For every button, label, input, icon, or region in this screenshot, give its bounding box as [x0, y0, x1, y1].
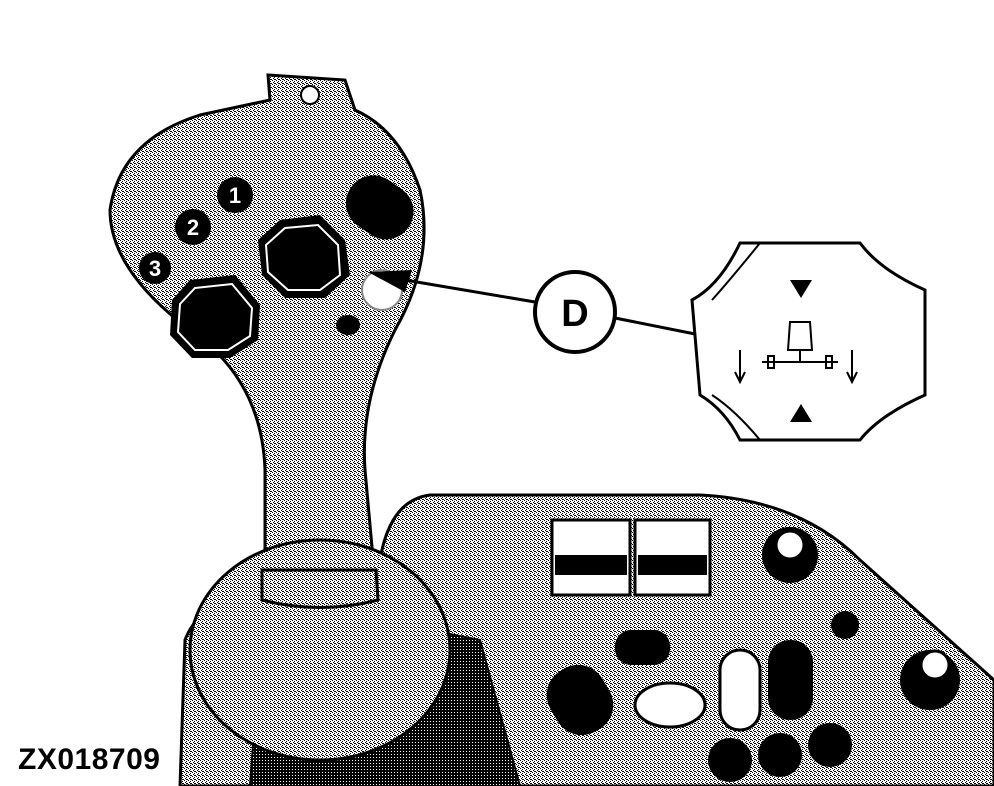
console-button [615, 630, 670, 665]
console-button [768, 640, 813, 720]
button-2: 2 [175, 209, 211, 245]
hitch-icon [734, 321, 858, 385]
button-3: 3 [139, 252, 171, 284]
callout-d: D [368, 270, 701, 354]
svg-text:D: D [561, 293, 588, 335]
arrow-up-icon [790, 404, 812, 422]
hitch-control-button [258, 215, 350, 298]
joystick-handle: 1 2 3 [108, 73, 452, 762]
figure-id: ZX018709 [18, 743, 161, 776]
svg-text:2: 2 [187, 215, 199, 240]
console-button [546, 664, 614, 736]
hitch-button-detail [690, 241, 927, 442]
button-1: 1 [217, 177, 253, 213]
arrow-down-icon [790, 280, 812, 298]
oval-button [345, 175, 414, 240]
rotary-control-button [170, 275, 260, 358]
svg-text:1: 1 [229, 183, 241, 208]
rocker-switch [550, 518, 712, 597]
joystick-boot [188, 538, 452, 762]
svg-text:3: 3 [149, 256, 161, 281]
